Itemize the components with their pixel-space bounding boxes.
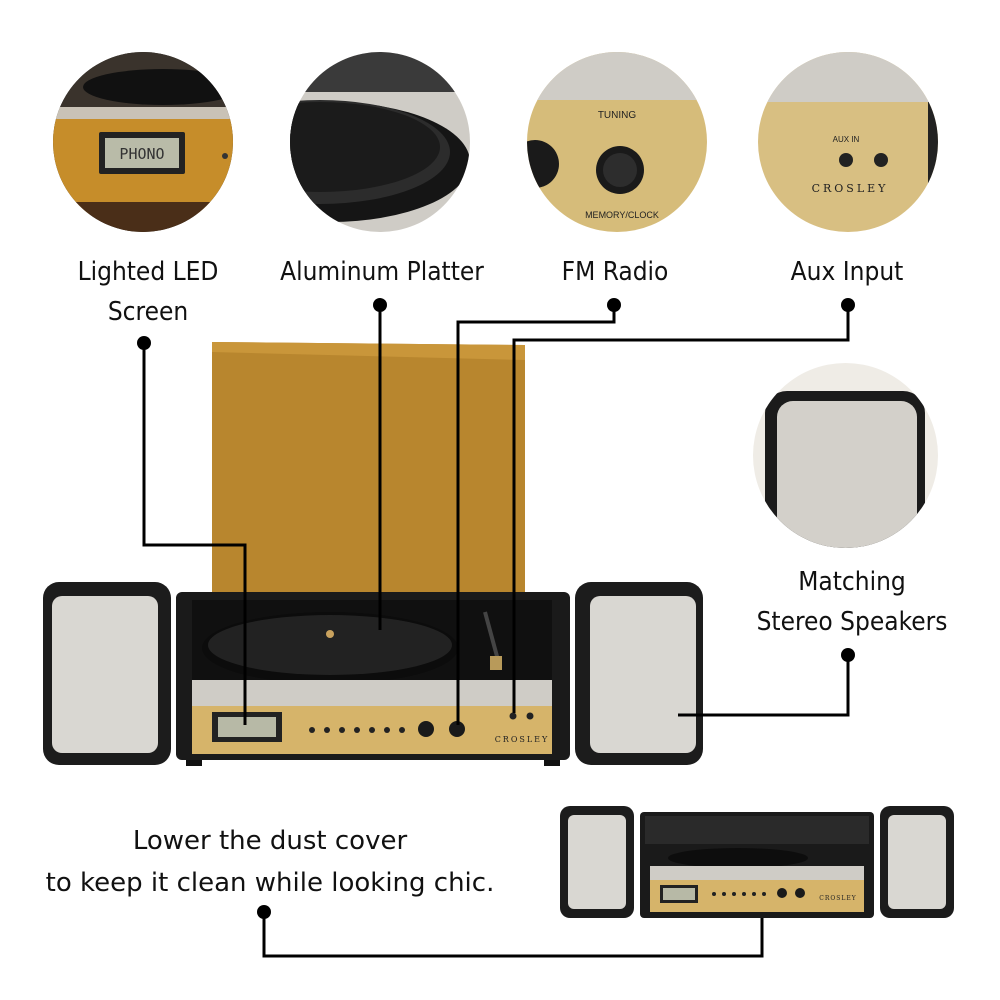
callout-dots — [137, 298, 855, 919]
aux-in-text: AUX IN — [833, 135, 860, 144]
volume-knob — [418, 721, 434, 737]
speakers-label-line1: Matching — [798, 567, 906, 597]
radio-callout-line — [456, 305, 616, 725]
speaker-callout-line — [678, 655, 850, 717]
speaker-detail-image — [753, 363, 938, 548]
caption-line2: to keep it clean while looking chic. — [45, 868, 495, 898]
aux-input-label: Aux Input — [790, 257, 904, 287]
speakers-label: Matching Stereo Speakers — [742, 562, 962, 642]
closed-lid-product: CROSLEY — [560, 806, 954, 918]
aux-brand-text: CROSLEY — [812, 182, 889, 195]
aux-callout-line — [512, 305, 850, 713]
fm-radio-detail-image: TUNING MEMORY/CLOCK — [527, 52, 707, 232]
fm-radio-label: FM Radio — [561, 257, 669, 287]
tuning-knob — [449, 721, 465, 737]
callout-lines — [142, 305, 850, 958]
led-label-line2: Screen — [107, 297, 189, 327]
led-screen-detail-image: PHONO — [53, 52, 233, 232]
led-screen-label: Lighted LED Screen — [48, 252, 248, 332]
platter-detail-image — [290, 52, 470, 232]
led-label-line1: Lighted LED — [77, 257, 219, 287]
memory-clock-text: MEMORY/CLOCK — [585, 210, 659, 220]
dust-cover-caption: Lower the dust cover to keep it clean wh… — [40, 820, 500, 904]
speakers-label-line2: Stereo Speakers — [756, 607, 948, 637]
front-brand-text: CROSLEY — [495, 735, 550, 744]
bottom-brand-text: CROSLEY — [819, 895, 857, 902]
aux-input-detail-image: AUX IN CROSLEY — [758, 52, 938, 232]
caption-line1: Lower the dust cover — [132, 826, 408, 856]
dust-cover — [212, 342, 525, 600]
lcd-phono-text: PHONO — [119, 145, 164, 163]
led-callout-line — [142, 343, 247, 725]
tuning-text: TUNING — [598, 110, 637, 121]
platter-label: Aluminum Platter — [280, 257, 484, 287]
